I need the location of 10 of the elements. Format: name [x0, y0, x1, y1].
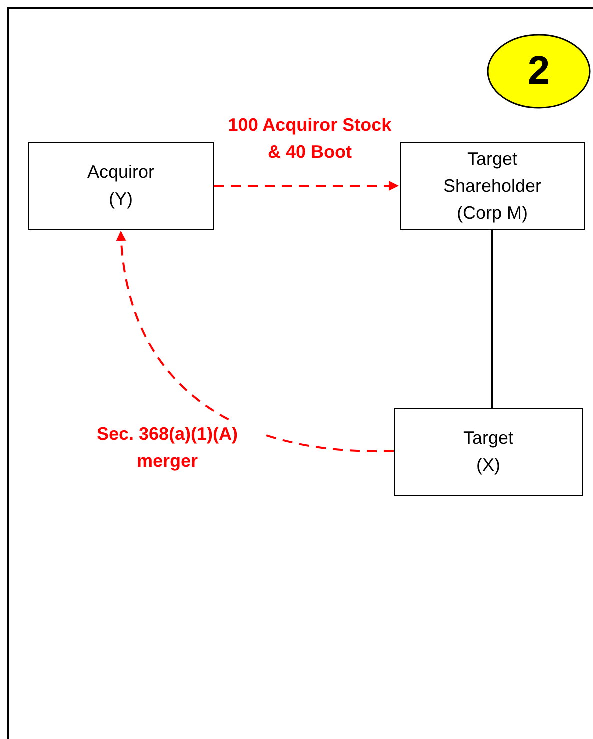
entity-box [400, 142, 585, 230]
step-number: 2 [528, 49, 550, 94]
entity-name: Target Shareholder (Corp M) [442, 148, 543, 225]
arrow [214, 181, 399, 191]
arrow [116, 231, 394, 452]
entity-box [28, 142, 214, 230]
entity-box [394, 408, 583, 496]
entity-name: Acquiror (Y) [86, 161, 156, 211]
connector-line [491, 230, 493, 408]
entity-name: Target (X) [462, 427, 515, 477]
